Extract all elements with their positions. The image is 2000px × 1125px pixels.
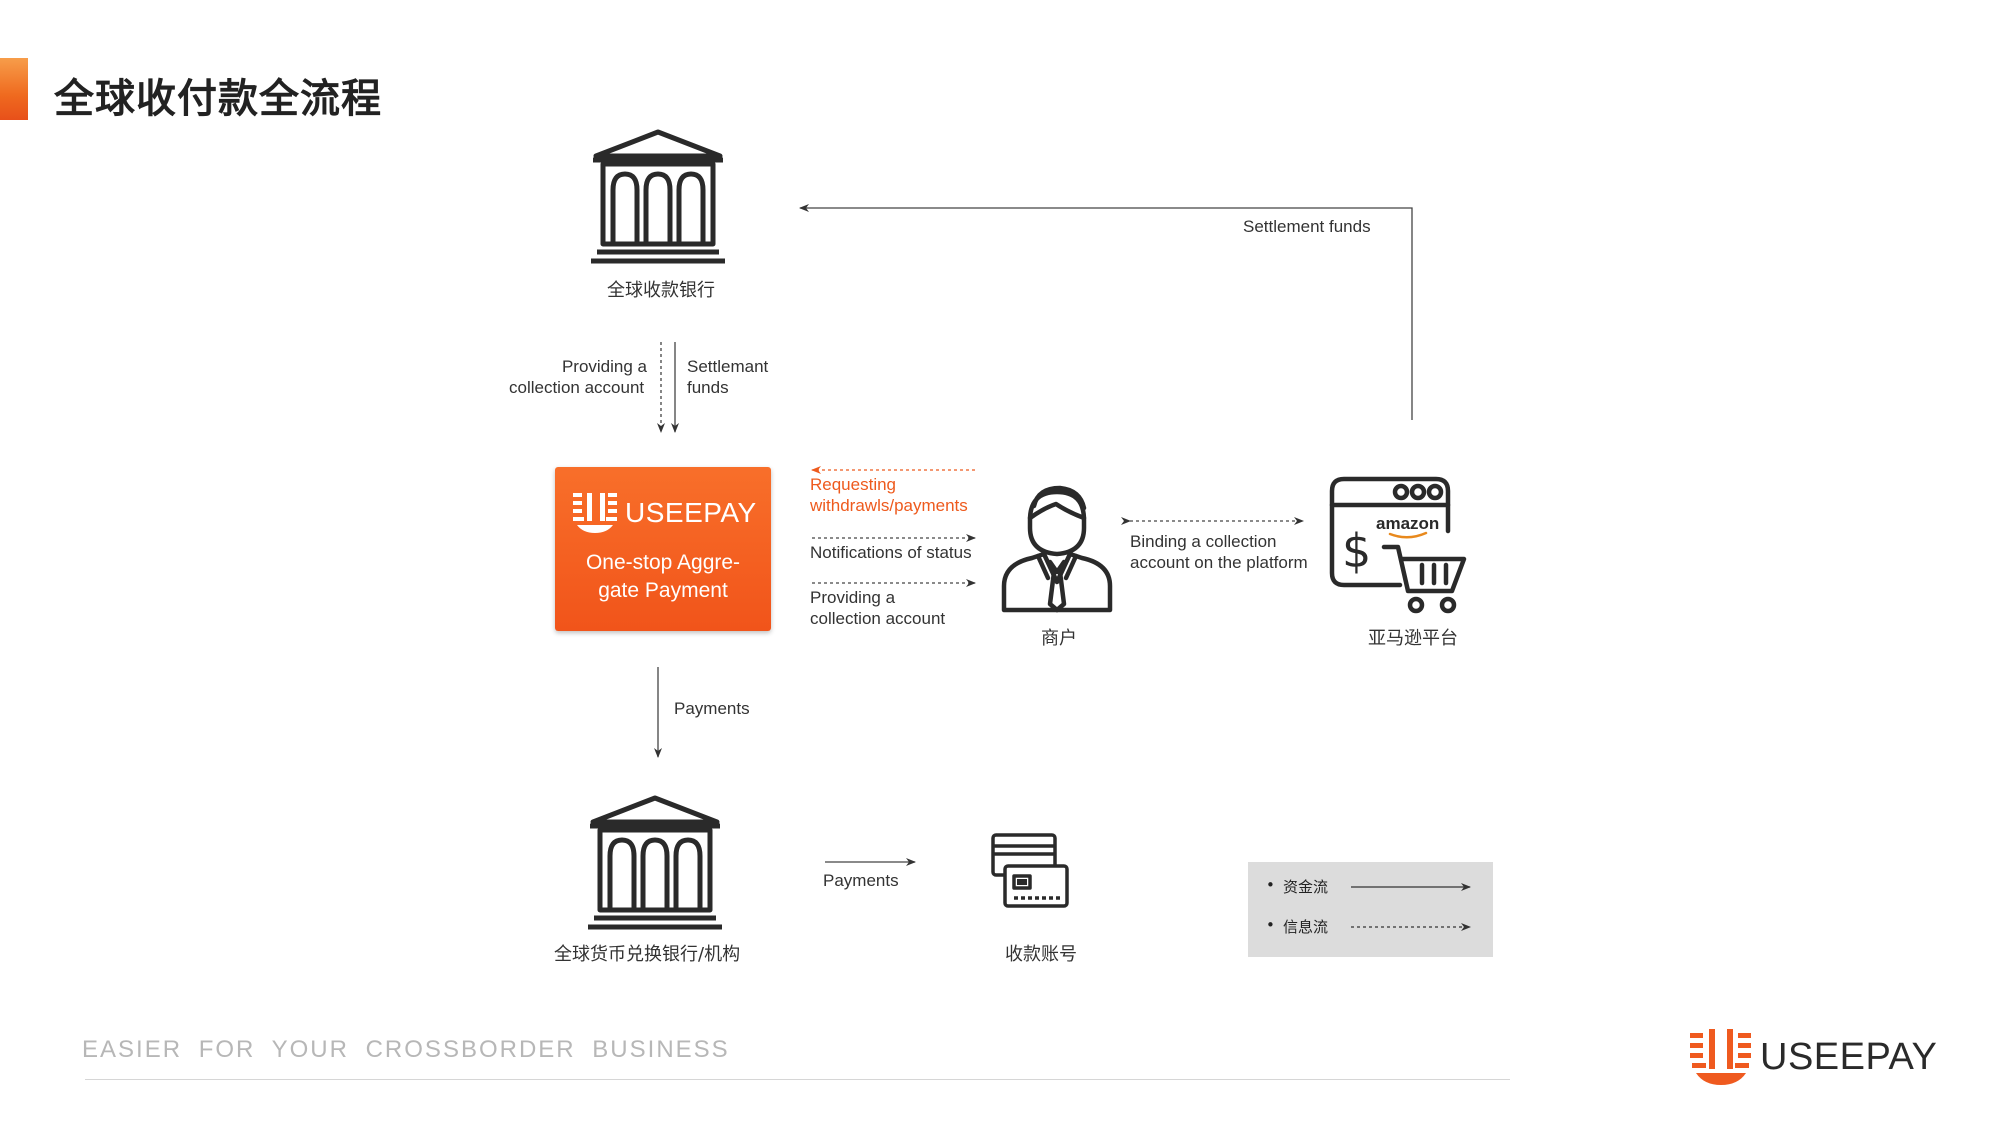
settlemant-label-1: Settlemant	[687, 357, 769, 376]
footer-logo-text: USEEPAY	[1760, 1036, 1938, 1078]
dollar-sign-icon: $	[1342, 524, 1371, 578]
useepay-subtitle-line-2: gate Payment	[598, 579, 728, 602]
legend-info-flow-label: 信息流	[1283, 918, 1329, 936]
legend-box: • 资金流 • 信息流	[1248, 862, 1493, 957]
legend-bullet: •	[1266, 916, 1275, 934]
useepay-card-subtitle: One-stop Aggre- gate Payment	[555, 549, 771, 605]
footer-tagline: EASIER FOR YOUR CROSSBORDER BUSINESS	[82, 1036, 730, 1063]
businessman-icon	[1001, 485, 1113, 613]
title-accent-bar	[0, 58, 28, 120]
receiving-account-label: 收款账号	[1005, 944, 1077, 965]
legend-bullet: •	[1266, 876, 1275, 894]
exchange-bank-label: 全球货币兑换银行/机构	[554, 944, 741, 965]
notifications-label: Notifications of status	[810, 543, 972, 562]
page-title: 全球收付款全流程	[54, 76, 382, 122]
legend-fund-flow-label: 资金流	[1283, 878, 1329, 896]
providing-account-right-label-1: Providing a	[810, 588, 896, 607]
legend-lines	[1351, 883, 1471, 931]
useepay-logo-icon	[1690, 1029, 1751, 1085]
settlement-funds-arrow	[799, 204, 1413, 420]
global-bank-label: 全球收款银行	[607, 280, 715, 301]
useepay-logo-icon	[573, 493, 617, 533]
useepay-card-brand: USEEPAY	[625, 497, 757, 528]
binding-label-1: Binding a collection	[1130, 532, 1277, 551]
providing-account-right-label-2: collection account	[810, 609, 946, 628]
settlement-funds-label: Settlement funds	[1243, 217, 1371, 236]
merchant-label: 商户	[1041, 628, 1077, 649]
bank-icon	[588, 795, 722, 930]
bank-card-icon	[991, 833, 1069, 908]
payments-down-label: Payments	[674, 699, 750, 718]
settlemant-label-2: funds	[687, 378, 729, 397]
amazon-logo-text: amazon	[1376, 514, 1439, 533]
requesting-label-1: Requesting	[810, 475, 897, 494]
payments-right-label: Payments	[823, 871, 899, 890]
bank-icon	[591, 129, 725, 264]
requesting-label-2: withdrawls/payments	[810, 496, 968, 515]
providing-account-label-1: Providing a	[561, 357, 647, 376]
binding-label-2: account on the platform	[1130, 553, 1308, 572]
footer-divider	[85, 1079, 1510, 1080]
amazon-smile-icon	[1388, 531, 1428, 539]
amazon-shop-icon: $ amazon	[1329, 476, 1467, 614]
useepay-subtitle-line-1: One-stop Aggre-	[585, 551, 741, 574]
useepay-card: USEEPAY One-stop Aggre- gate Payment	[555, 467, 771, 631]
amazon-platform-label: 亚马逊平台	[1368, 628, 1458, 649]
providing-account-label-2: collection account	[509, 378, 645, 397]
